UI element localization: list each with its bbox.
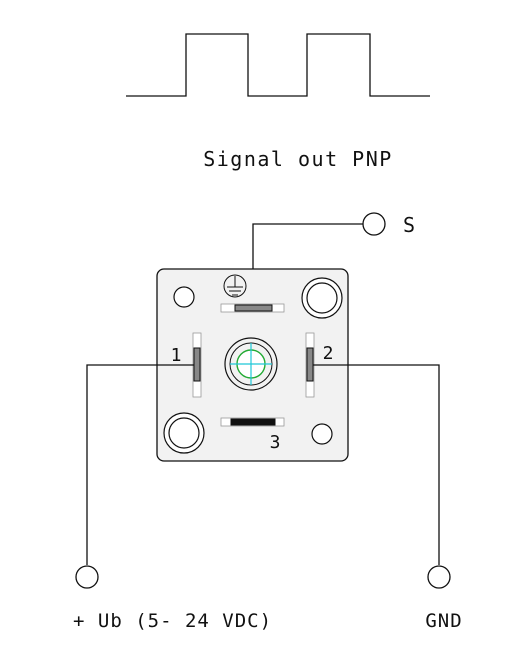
terminal-s-label: S [403,213,415,237]
terminal-supply [75,565,99,589]
terminal-supply-label: + Ub (5- 24 VDC) [73,610,272,632]
ground-wire [313,364,440,565]
pin-3-label: 3 [270,432,281,453]
terminal-ground-label: GND [425,610,462,632]
center-screw [224,337,278,391]
diagram-title: Signal out PNP [203,147,393,171]
mounting-hole-small-bottom-right [311,423,333,445]
slot-pin3 [230,418,276,426]
terminal-s [362,212,386,236]
mounting-hole-large-top-right [301,277,343,319]
supply-wire [86,364,194,565]
slot-pin1 [193,347,201,382]
slot-earth [234,304,273,312]
earth-ground-icon [223,274,247,298]
pin-2-label: 2 [323,343,334,364]
mounting-hole-large-bottom-left [163,412,205,454]
pin-1-label: 1 [171,345,182,366]
square-wave-signal [126,33,430,97]
terminal-ground [427,565,451,589]
slot-pin2 [306,347,314,382]
mounting-hole-small-top-left [173,286,195,308]
